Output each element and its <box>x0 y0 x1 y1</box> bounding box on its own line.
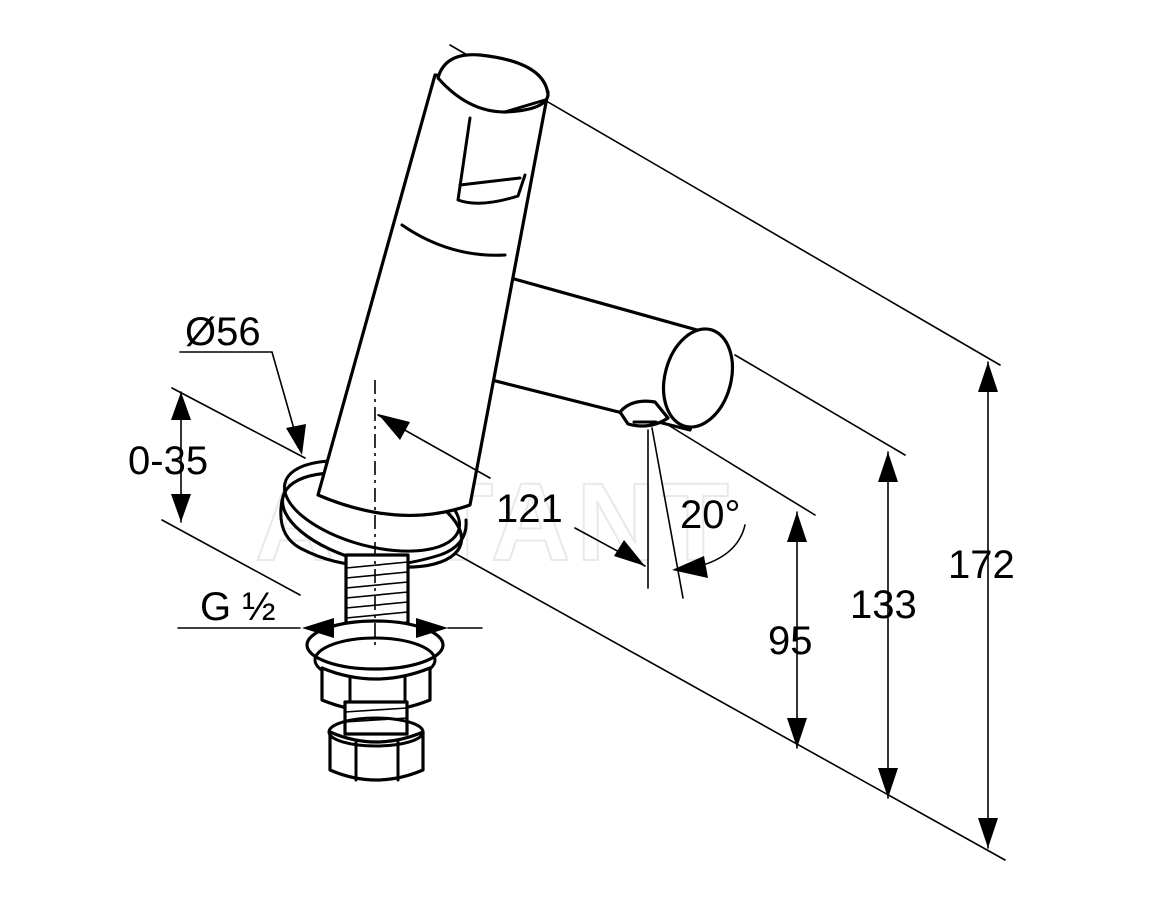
diameter-label: Ø56 <box>185 310 261 354</box>
deck-range-label: 0-35 <box>128 439 208 483</box>
total-height-label: 172 <box>948 543 1015 587</box>
thread-label: G ½ <box>200 585 276 629</box>
spout-height-label: 95 <box>768 619 813 663</box>
outlet-height-label: 133 <box>850 583 917 627</box>
extension-lines <box>161 44 1006 861</box>
faucet-body <box>279 53 735 782</box>
angle-label: 20° <box>680 493 741 537</box>
dimension-lines <box>171 351 998 849</box>
reach-label: 121 <box>496 487 563 531</box>
